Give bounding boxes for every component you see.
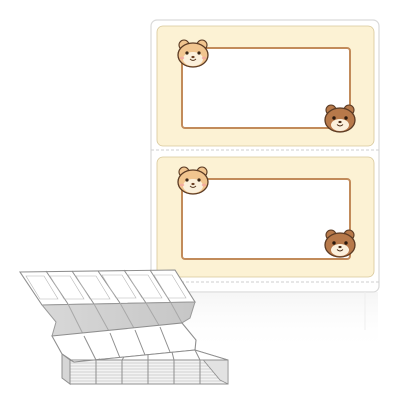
fanfold-label-stack xyxy=(18,269,229,385)
hamster-label xyxy=(156,25,375,147)
hamster-label xyxy=(156,156,375,278)
light-hamster-icon xyxy=(177,39,209,68)
top-label-strip xyxy=(18,269,196,306)
light-hamster-icon xyxy=(177,166,209,195)
brown-hamster-icon xyxy=(324,104,356,133)
brown-hamster-icon xyxy=(324,229,356,258)
label-stack-block xyxy=(61,349,229,385)
